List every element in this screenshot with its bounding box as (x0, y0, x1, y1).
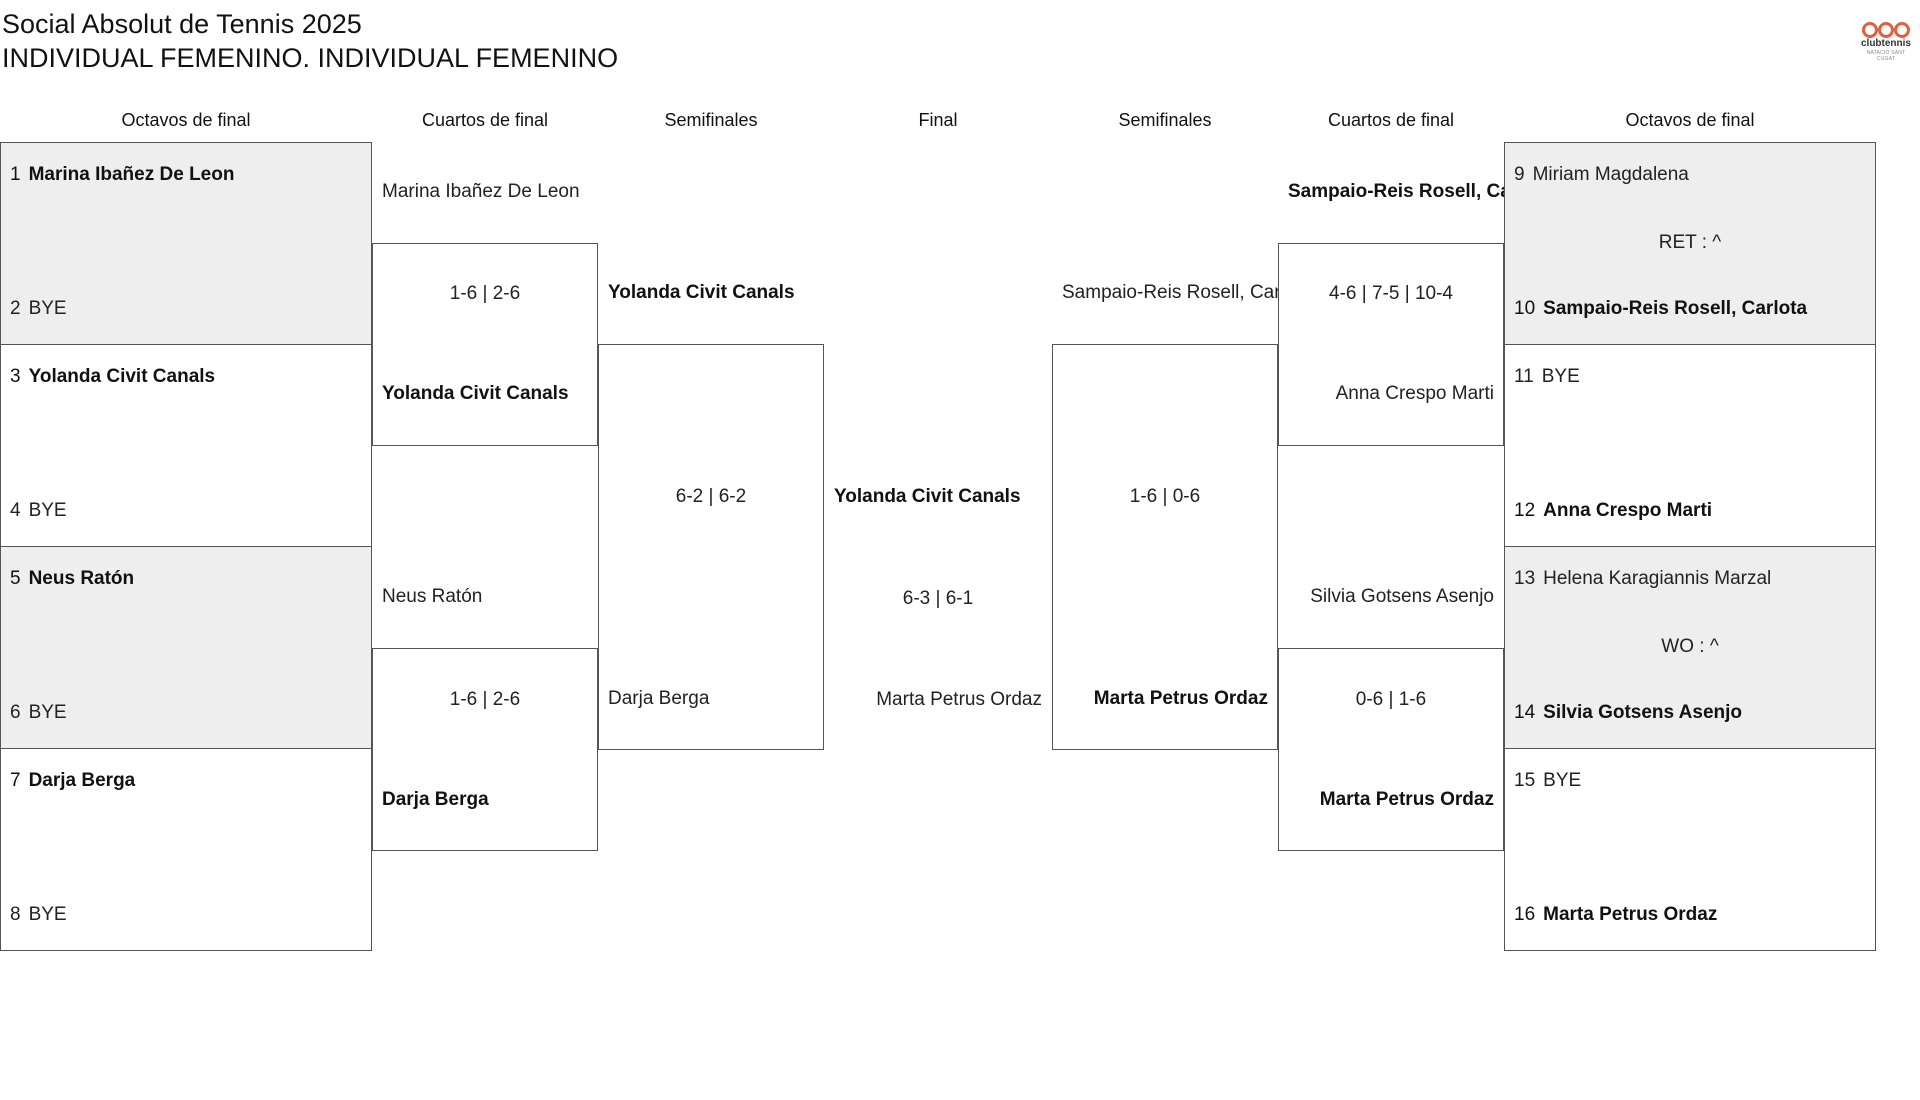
match-score: 0-6 | 1-6 (1355, 689, 1427, 710)
seed-number: 11 (1514, 366, 1534, 387)
player-name: BYE (1543, 770, 1582, 791)
round-header-left-r16: Octavos de final (121, 110, 251, 130)
club-logo-icon (1862, 22, 1910, 38)
club-logo: clubtennis NATACIÓ SANT CUGAT (1858, 20, 1914, 62)
match-box-left-qf-2 (372, 648, 598, 851)
match-box-right-r16-4 (1504, 748, 1876, 951)
qf-player-name: Sampaio-Reis Rosell, Carlota (1288, 181, 1504, 202)
player-entry: 15 BYE (1514, 769, 1581, 793)
seed-number: 2 (10, 298, 21, 319)
player-name: BYE (28, 702, 67, 723)
seed-number: 16 (1514, 904, 1536, 925)
sf-player-name: Marta Petrus Ordaz (1093, 688, 1268, 709)
match-score: 6-2 | 6-2 (675, 486, 747, 507)
club-logo-subtext: NATACIÓ SANT CUGAT (1866, 50, 1906, 62)
seed-number: 5 (10, 568, 21, 589)
match-box-right-qf-2 (1278, 648, 1504, 851)
player-entry: 1 Marina Ibañez De Leon (10, 163, 234, 187)
seed-number: 10 (1514, 298, 1536, 319)
final-player-name: Yolanda Civit Canals (834, 486, 1021, 507)
player-entry: 13 Helena Karagiannis Marzal (1514, 567, 1771, 591)
seed-number: 14 (1514, 702, 1536, 723)
match-score: 1-6 | 0-6 (1129, 486, 1201, 507)
player-name: BYE (28, 298, 67, 319)
player-name: Miriam Magdalena (1532, 164, 1689, 185)
player-name: Neus Ratón (28, 568, 135, 589)
player-name: Marta Petrus Ordaz (1543, 904, 1718, 925)
seed-number: 12 (1514, 500, 1536, 521)
player-name: Marina Ibañez De Leon (28, 164, 235, 185)
player-name: Sampaio-Reis Rosell, Carlota (1543, 298, 1808, 319)
seed-number: 13 (1514, 568, 1536, 589)
player-entry: 7 Darja Berga (10, 769, 135, 793)
final-player-name: Marta Petrus Ordaz (876, 689, 1042, 710)
player-entry: 16 Marta Petrus Ordaz (1514, 903, 1717, 927)
match-box-left-r16-4 (0, 748, 372, 951)
player-entry: 9 Miriam Magdalena (1514, 163, 1689, 187)
seed-number: 6 (10, 702, 21, 723)
draw-subtitle: INDIVIDUAL FEMENINO. INDIVIDUAL FEMENINO (2, 43, 619, 73)
sf-player-name: Darja Berga (608, 688, 710, 709)
seed-number: 15 (1514, 770, 1536, 791)
match-box-left-sf (598, 344, 824, 750)
player-name: BYE (1541, 366, 1580, 387)
match-box-right-sf (1052, 344, 1278, 750)
player-name: BYE (28, 904, 67, 925)
player-entry: 5 Neus Ratón (10, 567, 134, 591)
round-header-right-sf: Semifinales (1118, 110, 1212, 130)
qf-player-name: Anna Crespo Marti (1335, 383, 1494, 404)
player-entry: 3 Yolanda Civit Canals (10, 365, 215, 389)
player-entry: 2 BYE (10, 297, 67, 321)
seed-number: 7 (10, 770, 21, 791)
match-box-left-qf-1 (372, 243, 598, 446)
seed-number: 9 (1514, 164, 1525, 185)
tournament-title: Social Absolut de Tennis 2025 (2, 9, 362, 39)
round-header-final: Final (918, 110, 958, 130)
match-note: RET : ^ (1658, 232, 1722, 253)
player-entry: 10 Sampaio-Reis Rosell, Carlota (1514, 297, 1807, 321)
seed-number: 4 (10, 500, 21, 521)
player-name: Silvia Gotsens Asenjo (1543, 702, 1743, 723)
match-note: WO : ^ (1661, 636, 1719, 657)
seed-number: 1 (10, 164, 21, 185)
match-score: 4-6 | 7-5 | 10-4 (1329, 283, 1453, 304)
player-entry: 12 Anna Crespo Marti (1514, 499, 1712, 523)
player-name: Anna Crespo Marti (1543, 500, 1713, 521)
qf-player-name: Darja Berga (382, 789, 489, 810)
match-score: 1-6 | 2-6 (449, 689, 521, 710)
player-name: Yolanda Civit Canals (28, 366, 216, 387)
qf-player-name: Marina Ibañez De Leon (382, 181, 580, 202)
round-header-left-sf: Semifinales (664, 110, 758, 130)
sf-player-name: Yolanda Civit Canals (608, 282, 795, 303)
player-entry: 8 BYE (10, 903, 67, 927)
seed-number: 3 (10, 366, 21, 387)
qf-player-name: Silvia Gotsens Asenjo (1310, 586, 1494, 607)
player-entry: 14 Silvia Gotsens Asenjo (1514, 701, 1742, 725)
qf-player-name: Yolanda Civit Canals (382, 383, 569, 404)
round-header-right-r16: Octavos de final (1625, 110, 1755, 130)
match-box-left-r16-2 (0, 344, 372, 547)
match-box-left-r16-1 (0, 142, 372, 345)
qf-player-name: Neus Ratón (382, 586, 483, 607)
match-box-right-qf-1 (1278, 243, 1504, 446)
round-header-right-qf: Cuartos de final (1327, 110, 1455, 130)
final-score: 6-3 | 6-1 (902, 588, 974, 609)
round-header-left-qf: Cuartos de final (421, 110, 549, 130)
seed-number: 8 (10, 904, 21, 925)
match-box-right-r16-1 (1504, 142, 1876, 345)
qf-player-name: Marta Petrus Ordaz (1319, 789, 1494, 810)
player-entry: 6 BYE (10, 701, 67, 725)
player-entry: 4 BYE (10, 499, 67, 523)
club-logo-text: clubtennis (1860, 38, 1911, 49)
player-name: BYE (28, 500, 67, 521)
match-box-right-r16-2 (1504, 344, 1876, 547)
sf-player-name: Sampaio-Reis Rosell, Carlota (1062, 282, 1278, 303)
player-entry: 11 BYE (1514, 365, 1580, 389)
player-name: Helena Karagiannis Marzal (1543, 568, 1772, 589)
match-box-right-r16-3 (1504, 546, 1876, 749)
match-score: 1-6 | 2-6 (449, 283, 521, 304)
player-name: Darja Berga (28, 770, 136, 791)
